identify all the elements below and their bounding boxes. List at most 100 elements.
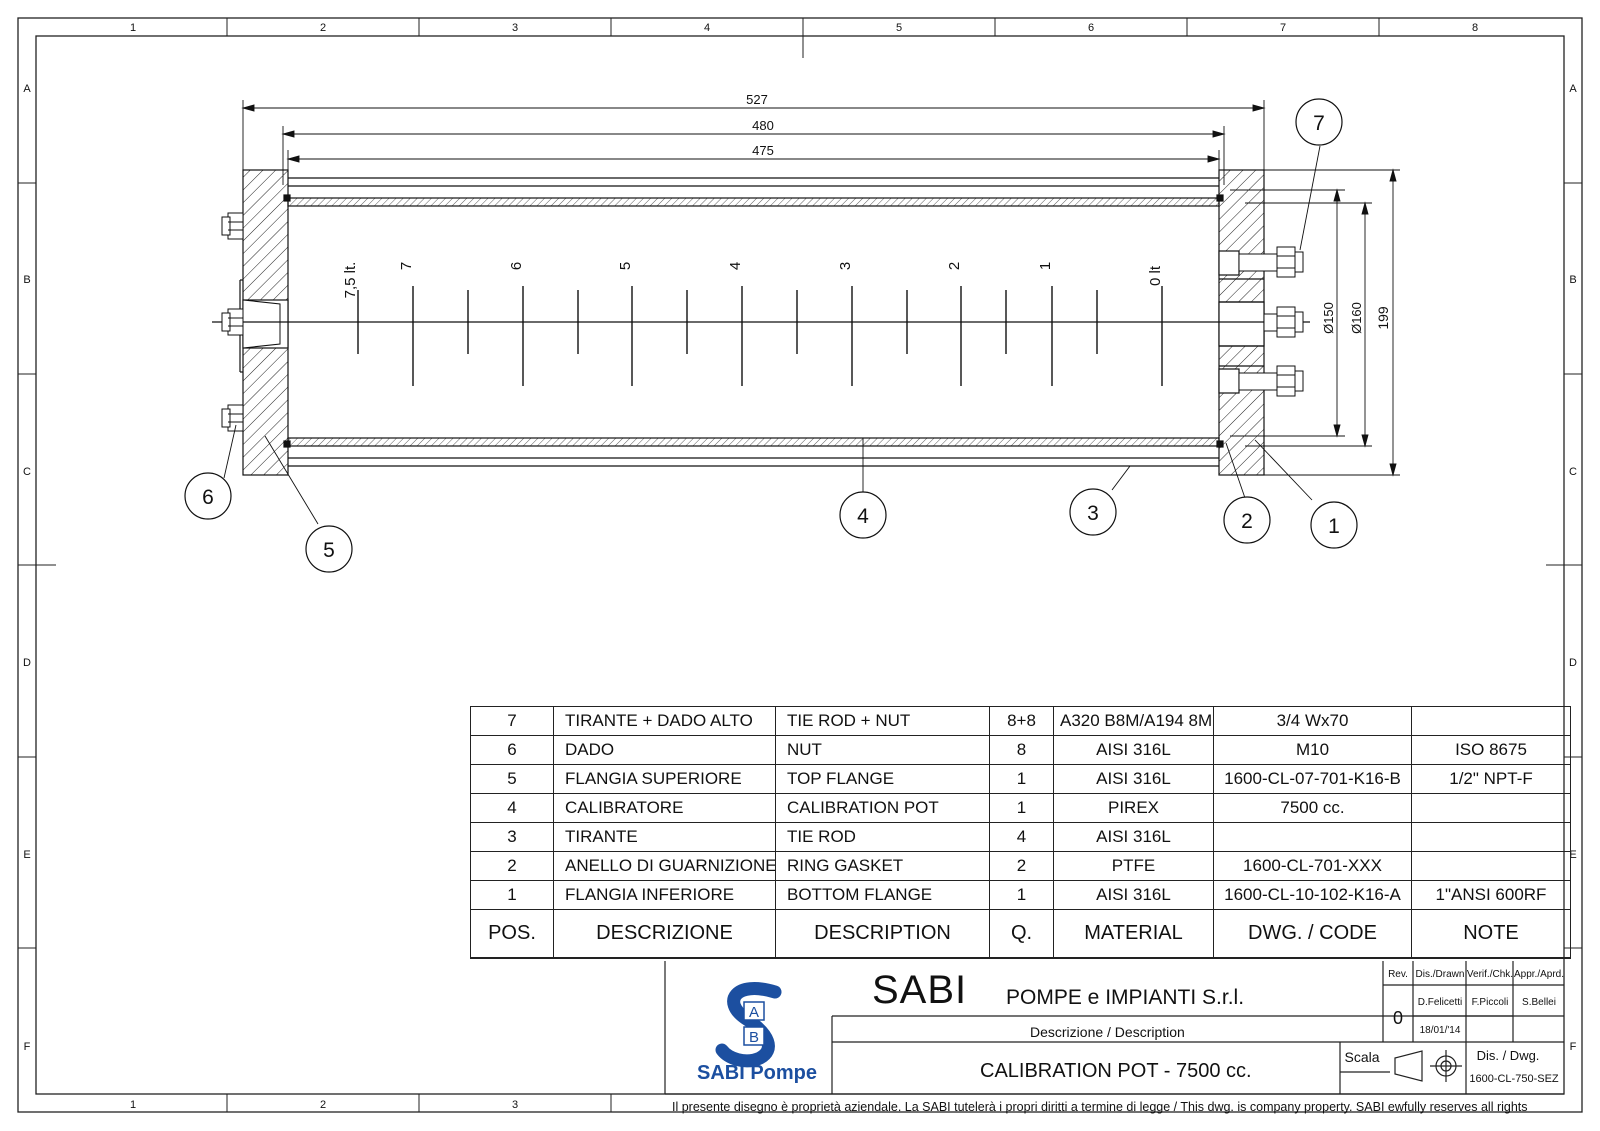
rev-label: Rev. [1388,969,1408,980]
row-label: A [23,83,31,95]
col-label: 2 [320,1099,326,1111]
table-cell: RING GASKET [775,851,990,881]
balloon-4: 4 [857,505,869,528]
tube-wall-bottom [287,437,1220,447]
scale-label: Scala [1344,1049,1379,1065]
table-cell: TIE ROD [775,822,990,852]
col-label: 7 [1280,22,1286,34]
checked-label: Verif./Chk. [1467,969,1513,980]
scale-ticks [357,286,1163,386]
scale-label: 2 [946,262,963,270]
table-cell: AISI 316L [1053,764,1214,794]
table-cell: 1600-CL-07-701-K16-B [1213,764,1412,794]
tube-wall-top [287,197,1220,207]
scale-label: 4 [727,262,744,270]
table-cell: NUT [775,735,990,765]
scale-label: 7,5 lt. [342,262,359,299]
table-cell: FLANGIA SUPERIORE [553,764,776,794]
balloon-numbers: 7 6 5 4 3 2 1 [202,112,1340,562]
table-cell: 8+8 [989,706,1054,736]
date: 18/01/'14 [1420,1025,1461,1036]
dim-527: 527 [746,92,768,107]
dimension-texts: 527 480 475 Ø150 Ø160 199 [746,92,1391,334]
table-cell [1411,793,1571,823]
table-cell: 1600-CL-701-XXX [1213,851,1412,881]
row-label: E [1569,849,1576,861]
scale-label: 3 [837,262,854,270]
table-cell: 3/4 Wx70 [1213,706,1412,736]
approved-label: Appr./Aprd. [1514,969,1564,980]
table-cell: AISI 316L [1053,822,1214,852]
table-cell: AISI 316L [1053,735,1214,765]
dim-475: 475 [752,143,774,158]
table-cell: TOP FLANGE [775,764,990,794]
scale-label: 6 [508,262,525,270]
title-block-small-texts: Rev. Dis./Drawn Verif./Chk. Appr./Aprd. … [1344,969,1564,1085]
balloon-2: 2 [1241,510,1253,533]
balloon-6: 6 [202,486,214,509]
col-label: 6 [1088,22,1094,34]
col-label: 8 [1472,22,1478,34]
brand-name: SABI Pompe [697,1062,818,1084]
sabi-logo-icon: A B [715,982,782,1068]
row-label: C [23,466,31,478]
table-cell: 6 [470,735,554,765]
table-cell: 4 [470,793,554,823]
scale-label: 1 [1037,262,1054,270]
table-cell: DADO [553,735,776,765]
dim-480: 480 [752,118,774,133]
company-name: SABI [872,968,968,1012]
col-label: 2 [320,22,326,34]
row-label: A [1569,83,1577,95]
table-cell: M10 [1213,735,1412,765]
table-header-cell: DWG. / CODE [1213,909,1412,959]
table-cell: A320 B8M/A194 8M [1053,706,1214,736]
table-header-cell: DESCRIPTION [775,909,990,959]
row-label: D [23,657,31,669]
row-label: D [1569,657,1577,669]
description-header: Descrizione / Description [1030,1024,1185,1040]
row-label: F [24,1041,31,1053]
table-cell: 2 [989,851,1054,881]
row-label: B [23,274,30,286]
col-label: 4 [704,22,710,34]
table-header-cell: POS. [470,909,554,959]
left-nuts [221,212,244,432]
table-cell: 1 [989,793,1054,823]
right-tie-rods [1238,246,1304,397]
table-cell: CALIBRATORE [553,793,776,823]
table-cell: TIE ROD + NUT [775,706,990,736]
table-cell: 5 [470,764,554,794]
table-cell: 4 [989,822,1054,852]
assembly-drawing [184,98,1400,573]
dim-dia150: Ø150 [1321,302,1336,334]
table-cell [1411,706,1571,736]
title-block-lines [664,961,1564,1095]
table-cell: FLANGIA INFERIORE [553,880,776,910]
table-cell: 7500 cc. [1213,793,1412,823]
row-label: F [1570,1041,1577,1053]
scale-label: 5 [617,262,634,270]
drawn-label: Dis./Drawn [1416,969,1465,980]
table-cell: CALIBRATION POT [775,793,990,823]
rev-value: 0 [1393,1008,1403,1028]
dwg-label: Dis. / Dwg. [1477,1048,1540,1063]
balloons [184,98,1358,573]
row-label: B [1569,274,1576,286]
row-label: E [23,849,30,861]
table-cell [1213,822,1412,852]
scale-label: 7 [398,262,415,270]
table-cell: 7 [470,706,554,736]
table-cell: 8 [989,735,1054,765]
dim-dia160: Ø160 [1349,302,1364,334]
table-cell: 1 [470,880,554,910]
drawn-by: D.Felicetti [1418,997,1462,1008]
table-cell: 2 [470,851,554,881]
zone-labels: 1 2 3 4 5 6 7 8 1 2 3 A B C D E F A B C … [23,22,1577,1111]
row-label: C [1569,466,1577,478]
